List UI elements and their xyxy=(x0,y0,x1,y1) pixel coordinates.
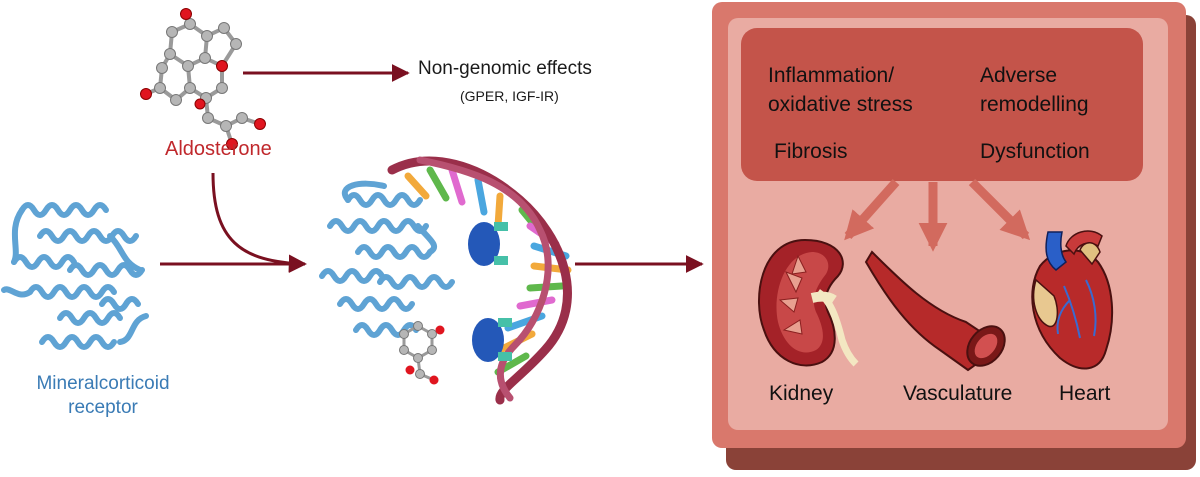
kidney-icon xyxy=(758,238,859,367)
effect-inflammation-line1: Inflammation/ xyxy=(768,64,895,87)
effect-remodelling-line2: remodelling xyxy=(980,93,1089,116)
arrow-icon xyxy=(160,64,704,273)
effect-remodelling: Adverse remodelling xyxy=(980,61,1089,119)
organ-label-vasculature: Vasculature xyxy=(903,382,1013,405)
receptor-label-line1: Mineralcorticoid xyxy=(36,373,170,394)
receptor-label: Mineralcorticoid receptor xyxy=(8,372,198,420)
effect-fibrosis: Fibrosis xyxy=(774,140,848,163)
effect-inflammation: Inflammation/ oxidative stress xyxy=(768,61,913,119)
aldosterone-label: Aldosterone xyxy=(165,138,272,160)
heart-icon xyxy=(1031,230,1114,370)
molecule-icon xyxy=(140,8,266,150)
non-genomic-title: Non-genomic effects xyxy=(418,58,592,79)
arrow-icon xyxy=(844,178,1031,252)
non-genomic-subtitle: (GPER, IGF-IR) xyxy=(460,88,559,104)
vessel-icon xyxy=(864,250,1006,372)
organ-label-kidney: Kidney xyxy=(769,382,834,405)
molecule-icon xyxy=(399,321,445,385)
effect-remodelling-line1: Adverse xyxy=(980,64,1058,87)
protein-icon xyxy=(319,180,455,338)
protein-icon xyxy=(1,202,149,350)
effect-dysfunction: Dysfunction xyxy=(980,140,1090,163)
receptor-label-line2: receptor xyxy=(68,397,138,418)
organ-label-heart: Heart xyxy=(1059,382,1111,405)
dna-icon xyxy=(387,156,572,405)
effect-inflammation-line2: oxidative stress xyxy=(768,93,913,116)
